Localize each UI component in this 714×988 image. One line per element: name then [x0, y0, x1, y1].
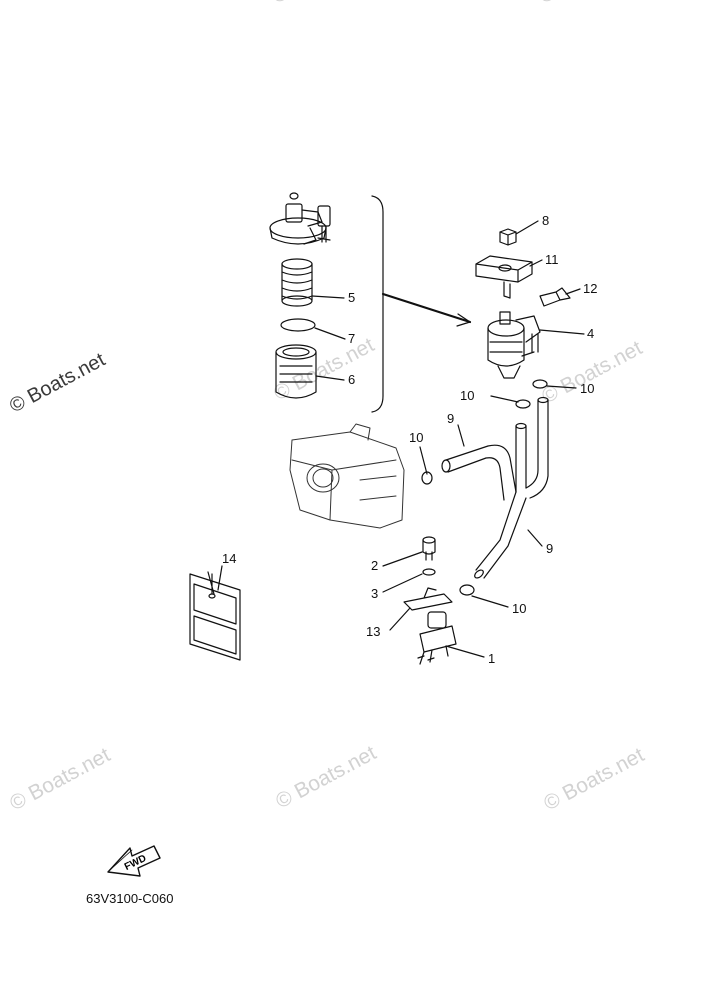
- part-number-9: 9: [447, 411, 455, 426]
- leader-line: [546, 385, 577, 389]
- part-number-7: 7: [348, 331, 356, 346]
- washer: [422, 568, 436, 576]
- plate: [403, 587, 453, 611]
- filter-element: [281, 258, 313, 307]
- part-number-10: 10: [580, 381, 595, 396]
- o-ring: [280, 318, 316, 332]
- part-number-6: 6: [348, 372, 356, 387]
- leader-line: [419, 446, 428, 475]
- leader-line: [471, 595, 509, 608]
- part-number-5: 5: [348, 290, 356, 305]
- carburetor: [289, 423, 405, 529]
- hose-right-upper: [515, 425, 527, 493]
- hose-main: [475, 491, 527, 579]
- leader-line: [315, 375, 345, 381]
- part-number-10: 10: [512, 601, 527, 616]
- clip: [532, 379, 548, 389]
- leader-line: [217, 565, 223, 591]
- leader-line: [529, 259, 543, 267]
- leader-line: [515, 220, 539, 235]
- fuel-joint: [417, 611, 457, 665]
- fuel-filter-assembled: [487, 311, 541, 379]
- leader-arrow-line: [381, 292, 472, 324]
- leader-line: [565, 288, 581, 295]
- leader-line: [314, 327, 346, 340]
- leader-line: [382, 573, 423, 593]
- leader-line: [445, 645, 485, 658]
- part-number-13: 13: [366, 624, 381, 639]
- part-number-14: 14: [222, 551, 237, 566]
- hose-left: [445, 444, 517, 501]
- group-bracket: [371, 195, 384, 413]
- clip: [515, 399, 531, 409]
- bolt-small: [422, 536, 436, 561]
- label-plate: [189, 571, 241, 661]
- leader-line: [490, 395, 519, 403]
- part-number-10: 10: [460, 388, 475, 403]
- part-number-9: 9: [546, 541, 554, 556]
- leader-arrow-head: [456, 313, 471, 327]
- clip: [459, 584, 475, 596]
- part-number-4: 4: [587, 326, 595, 341]
- leader-line: [539, 329, 585, 335]
- fwd-label: FWD: [123, 853, 148, 873]
- leader-line: [382, 551, 423, 567]
- leader-line: [457, 424, 465, 447]
- part-number-10: 10: [409, 430, 424, 445]
- part-number-11: 11: [545, 252, 559, 267]
- leader-line: [527, 529, 543, 547]
- part-number-12: 12: [583, 281, 598, 296]
- bolt: [539, 287, 571, 307]
- fwd-arrow: [107, 845, 161, 877]
- part-number-8: 8: [542, 213, 550, 228]
- part-number-2: 2: [371, 558, 379, 573]
- filter-cup: [275, 344, 317, 399]
- filter-cap-assembly: [269, 192, 331, 245]
- part-number-3: 3: [371, 586, 379, 601]
- bracket: [475, 255, 533, 283]
- leader-line: [389, 607, 411, 631]
- leader-line: [311, 295, 345, 299]
- part-number-1: 1: [488, 651, 496, 666]
- nut: [499, 228, 517, 246]
- diagram-code: 63V3100-C060: [86, 891, 174, 906]
